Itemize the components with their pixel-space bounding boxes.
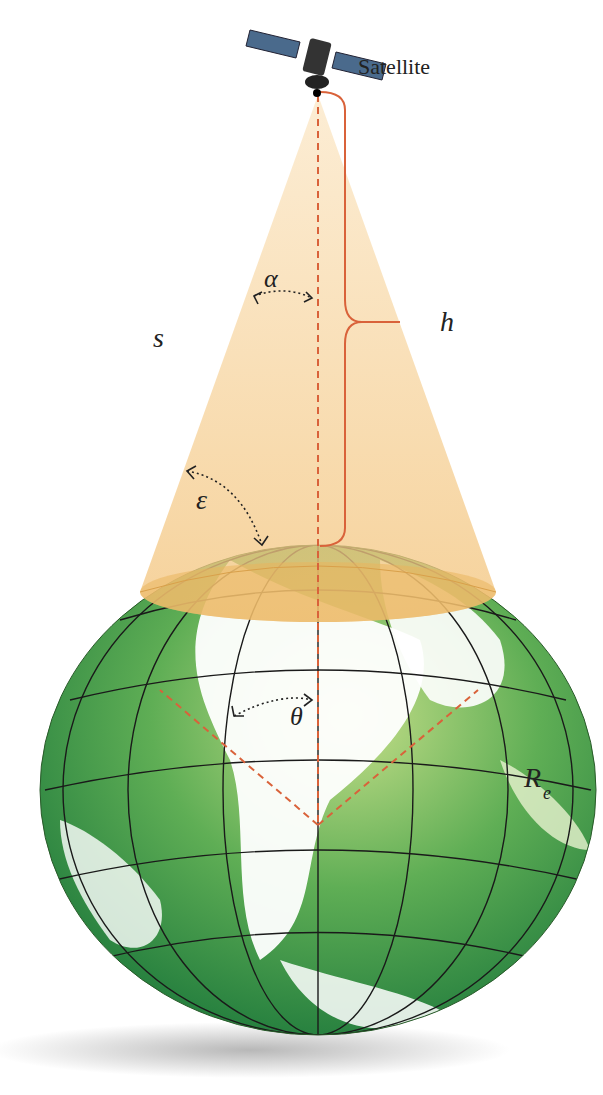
- earth-globe: [40, 545, 596, 1035]
- geometry-dashed-lines: [160, 95, 478, 825]
- height-label: h: [440, 308, 454, 336]
- earth-radius-subscript: e: [543, 784, 551, 802]
- slant-range-label: s: [153, 324, 164, 352]
- ground-shadow: [0, 1022, 510, 1078]
- elevation-angle-epsilon: ε: [196, 486, 207, 514]
- angle-markers: [187, 291, 312, 716]
- angle-alpha: α: [264, 266, 278, 292]
- satellite-label: Satellite: [358, 56, 430, 78]
- earth-central-angle-theta: θ: [290, 704, 303, 730]
- height-bracket: [320, 92, 400, 546]
- earth-radius-label: R: [524, 764, 541, 792]
